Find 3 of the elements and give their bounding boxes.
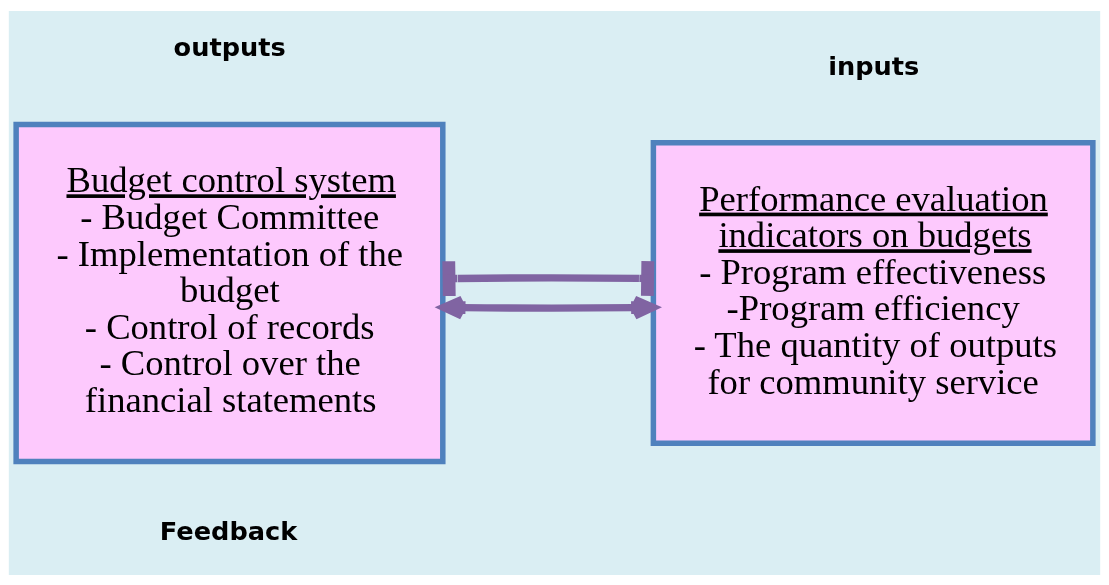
label: inputs [828, 50, 920, 81]
label: Feedback [159, 515, 298, 546]
label: outputs [173, 31, 286, 62]
